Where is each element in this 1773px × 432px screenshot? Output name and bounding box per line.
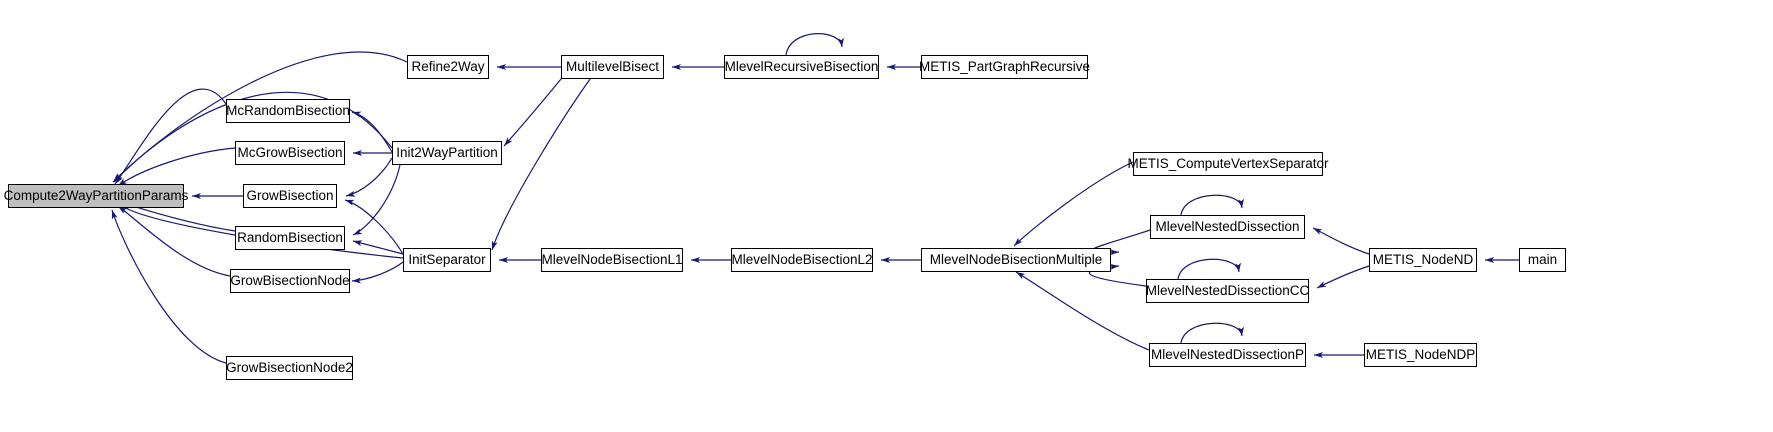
graph-node-randombisection[interactable]: RandomBisection [235,226,345,250]
graph-edge-initseparator-to-growbisnode [351,261,404,284]
graph-node-nodendp[interactable]: METIS_NodeNDP [1364,343,1477,367]
graph-edge-nesteddissection-to-nesteddissection [1180,194,1244,216]
graph-node-nodebisectl1[interactable]: MlevelNodeBisectionL1 [541,248,683,272]
graph-node-init2way[interactable]: Init2WayPartition [392,141,502,165]
graph-node-initseparator[interactable]: InitSeparator [403,248,491,272]
graph-edge-recursivebisect-to-recursivebisect [785,33,845,56]
graph-node-multibisect[interactable]: MultilevelBisect [561,55,664,79]
graph-edge-growbisnode2-to-compute2way [111,209,227,364]
graph-edge-nodend-to-nesteddisscc [1316,265,1370,289]
graph-edge-initseparator-to-growbisection [344,199,404,255]
graph-edge-init2way-to-randombisection [352,164,401,236]
graph-edge-multibisect-to-initseparator [491,67,599,251]
graph-node-growbisection[interactable]: GrowBisection [243,184,337,208]
graph-node-growbisnode2[interactable]: GrowBisectionNode2 [226,356,353,380]
graph-edge-growbisnode-to-compute2way [117,205,231,277]
graph-edge-nesteddisscc-to-nesteddisscc [1177,258,1241,280]
graph-node-nesteddissection[interactable]: MlevelNestedDissection [1150,215,1305,239]
graph-node-refine2way[interactable]: Refine2Way [407,55,489,79]
graph-edge-initseparator-to-randombisection [352,240,404,255]
graph-node-partgraphrec[interactable]: METIS_PartGraphRecursive [919,55,1090,79]
graph-node-mcgrow[interactable]: McGrowBisection [235,141,345,165]
graph-edge-computevertexsep-to-bisectmultiple [1013,161,1134,247]
graph-node-bisectmultiple[interactable]: MlevelNodeBisectionMultiple [921,248,1111,272]
graph-edge-multibisect-to-init2way [503,67,571,147]
graph-node-nesteddisscc[interactable]: MlevelNestedDissectionCC [1146,279,1309,303]
graph-edge-nesteddissp-to-bisectmultiple [1015,271,1150,351]
graph-node-main[interactable]: main [1519,248,1566,272]
graph-node-computevertexsep[interactable]: METIS_ComputeVertexSeparator [1127,152,1329,176]
graph-node-mcrandom[interactable]: McRandomBisection [226,99,350,123]
graph-node-growbisnode[interactable]: GrowBisectionNode [230,269,350,293]
graph-node-nodend[interactable]: METIS_NodeND [1369,248,1477,272]
graph-edge-init2way-to-mcrandom [351,111,393,153]
graph-edge-mcgrow-to-compute2way [117,147,236,187]
graph-node-recursivebisect[interactable]: MlevelRecursiveBisection [724,55,879,79]
graph-node-nesteddissp[interactable]: MlevelNestedDissectionP [1149,343,1306,367]
graph-edge-nodend-to-nesteddissection [1312,227,1370,255]
graph-edge-mcrandom-to-compute2way [114,88,227,185]
graph-node-nodebisectl2[interactable]: MlevelNodeBisectionL2 [731,248,873,272]
graph-node-compute2way[interactable]: Compute2WayPartitionParams [4,184,188,208]
graph-edge-init2way-to-growbisection [345,157,393,197]
graph-edge-nesteddissp-to-nesteddissp [1180,322,1244,344]
